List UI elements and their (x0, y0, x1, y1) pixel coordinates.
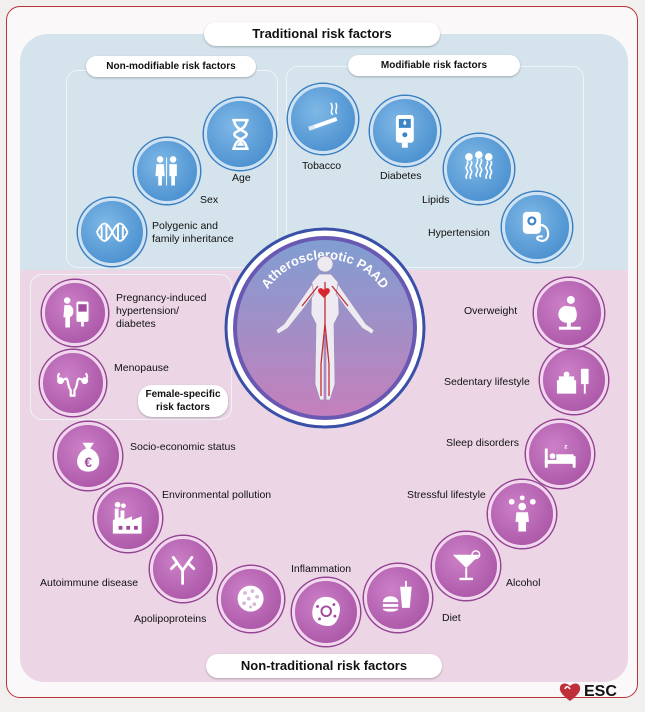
blood-pressure-icon (502, 192, 572, 262)
non-traditional-title: Non-traditional risk factors (206, 654, 442, 678)
polygenic-label: Polygenic and family inheritance (152, 220, 234, 245)
svg-text:€: € (84, 455, 92, 470)
people-icon (134, 138, 200, 204)
hourglass-icon (204, 98, 276, 170)
apolipoproteins-label: Apolipoproteins (134, 613, 207, 625)
modifiable-title: Modifiable risk factors (348, 55, 520, 76)
female-specific-title: Female-specific risk factors (138, 385, 228, 417)
lipids-label: Lipids (422, 194, 450, 206)
diet-label: Diet (442, 612, 461, 624)
autoimmune-label: Autoimmune disease (40, 577, 139, 589)
menopause-label: Menopause (114, 362, 169, 374)
pregnancy-label: Pregnancy-induced hypertension/ diabetes (116, 292, 207, 330)
factory-icon (94, 484, 162, 552)
human-body-icon (275, 255, 375, 401)
age-label: Age (232, 172, 251, 184)
particle-icon (218, 566, 284, 632)
stress-label: Stressful lifestyle (407, 489, 486, 501)
svg-text:z: z (564, 443, 568, 450)
central-figure: Atherosclerotic PAAD (218, 224, 431, 430)
antibody-icon (150, 536, 216, 602)
bed-icon: z (526, 420, 594, 488)
fast-food-icon (364, 564, 432, 632)
overweight-person-icon (534, 278, 604, 348)
sex-label: Sex (200, 194, 219, 206)
traditional-title: Traditional risk factors (204, 22, 440, 46)
alcohol-label: Alcohol (506, 577, 541, 589)
heart-icon (318, 288, 330, 298)
heart-logo-icon (559, 683, 581, 701)
armchair-tv-icon (540, 346, 608, 414)
sedentary-label: Sedentary lifestyle (444, 376, 530, 388)
artery-lines (301, 282, 349, 396)
glucose-meter-icon (370, 96, 440, 166)
brand-text: ESC (584, 683, 617, 700)
esc-logo: ESC (558, 680, 622, 709)
cigarette-icon (288, 84, 358, 154)
tobacco-label: Tobacco (302, 160, 342, 172)
cell-icon (292, 578, 360, 646)
hypertension-label: Hypertension (428, 227, 490, 239)
lipids-icon (444, 134, 514, 204)
cocktail-icon (432, 532, 500, 600)
uterus-icon (40, 350, 106, 416)
sleep-label: Sleep disorders (446, 437, 519, 449)
stressed-person-icon (488, 480, 556, 548)
inflammation-label: Inflammation (291, 563, 352, 575)
dna-icon (78, 198, 146, 266)
socio-label: Socio-economic status (130, 441, 236, 453)
diabetes-label: Diabetes (380, 170, 422, 182)
non-modifiable-title: Non-modifiable risk factors (86, 56, 256, 77)
pregnant-woman-icon (42, 280, 108, 346)
pollution-label: Environmental pollution (162, 489, 272, 501)
money-bag-icon: € (54, 422, 122, 490)
overweight-label: Overweight (464, 305, 518, 317)
